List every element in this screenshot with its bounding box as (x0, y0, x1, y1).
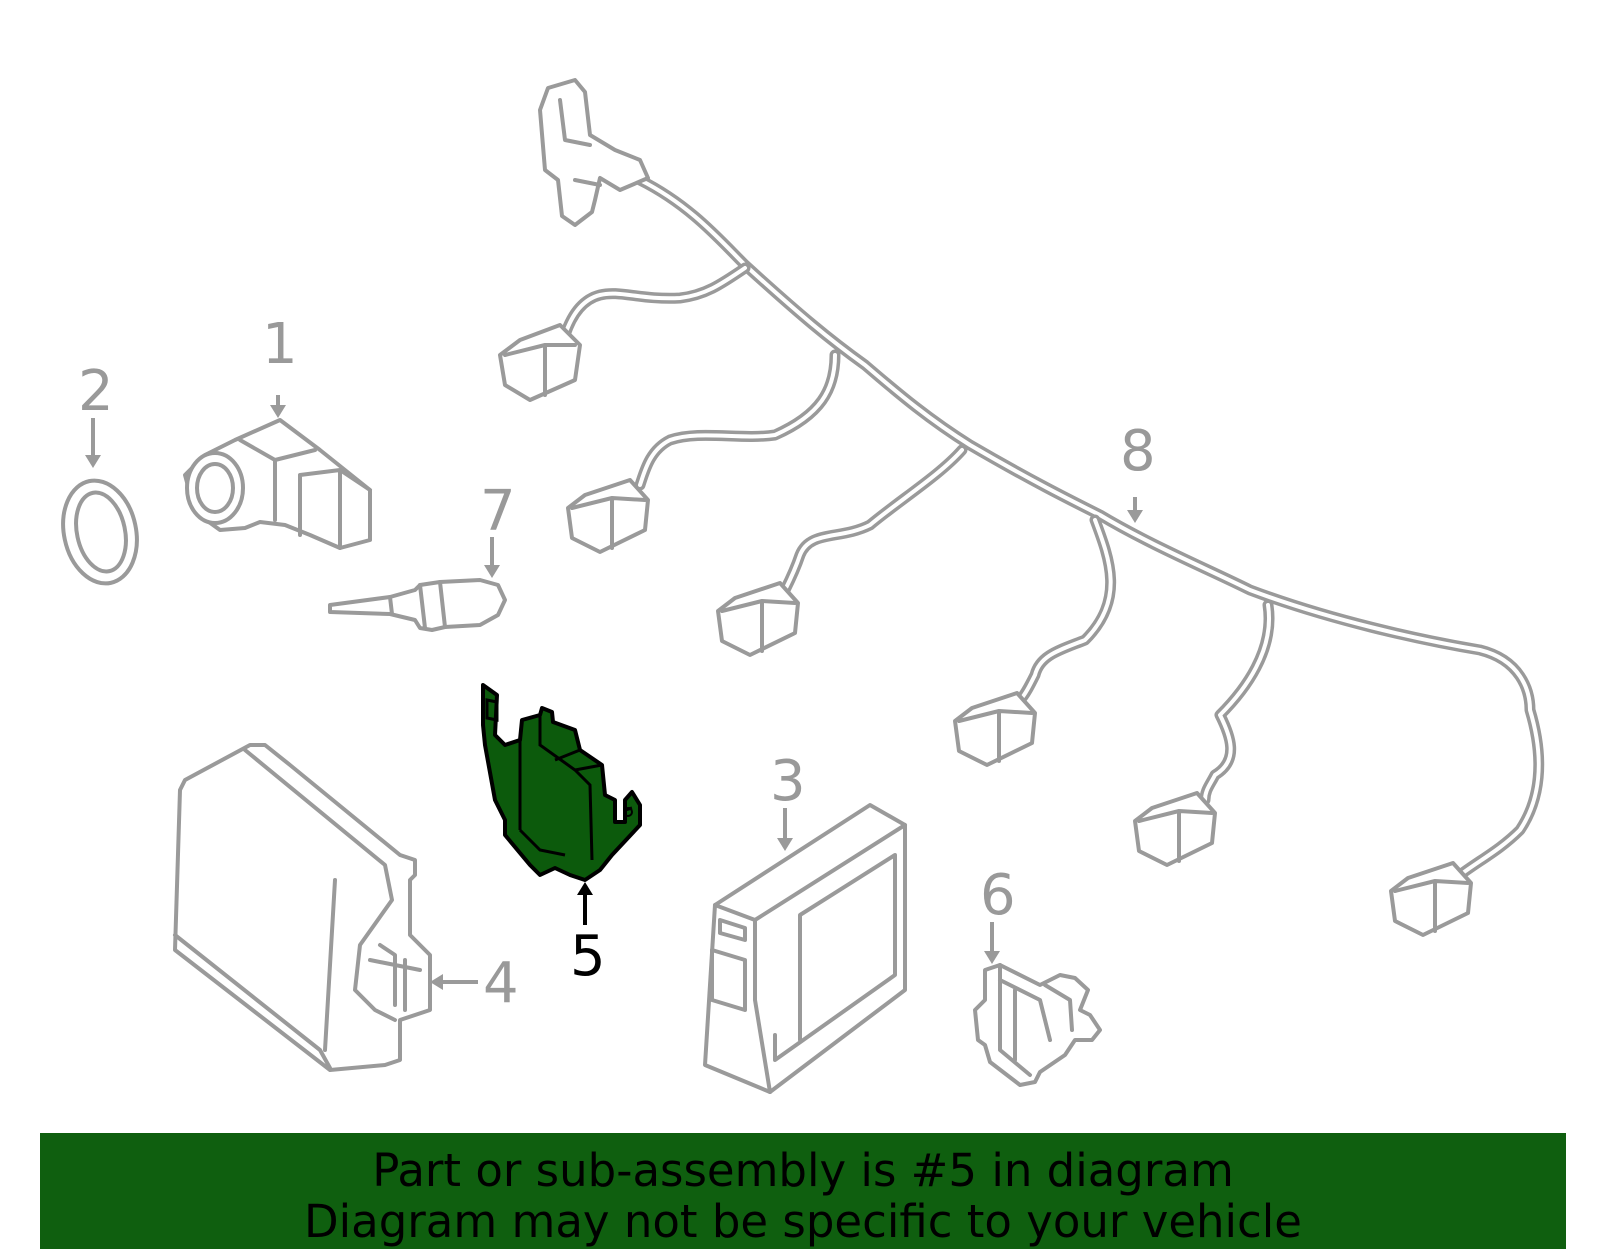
label-part-4: 4 (483, 951, 519, 1016)
harness-connector (953, 691, 1037, 767)
label-part-7: 7 (480, 479, 516, 544)
part-8-wiring-harness[interactable] (498, 78, 1545, 937)
part-3-electronic-module[interactable] (703, 803, 907, 1094)
banner-line-1: Part or sub-assembly is #5 in diagram (372, 1144, 1234, 1197)
part-6-bracket[interactable] (973, 963, 1102, 1087)
banner-line-2: Diagram may not be specific to your vehi… (304, 1195, 1302, 1248)
harness-connector (566, 478, 650, 554)
label-part-2: 2 (78, 359, 114, 424)
label-part-3: 3 (770, 749, 806, 814)
part-2-sensor-ring[interactable] (54, 474, 146, 591)
harness-connector (1389, 861, 1473, 937)
info-banner: Part or sub-assembly is #5 in diagram Di… (40, 1133, 1566, 1249)
harness-connector (498, 323, 582, 402)
label-part-6: 6 (980, 863, 1016, 928)
harness-connector (716, 581, 800, 657)
part-5-highlighted-bracket[interactable] (481, 683, 642, 882)
harness-connector (1133, 791, 1217, 867)
part-4-control-module[interactable] (173, 743, 432, 1072)
part-7-bulb[interactable] (328, 578, 507, 632)
label-part-5: 5 (570, 924, 606, 989)
callout-arrows (85, 395, 1143, 990)
label-part-8: 8 (1120, 419, 1156, 484)
part-1-parking-sensor[interactable] (183, 418, 372, 550)
label-part-1: 1 (262, 312, 298, 377)
